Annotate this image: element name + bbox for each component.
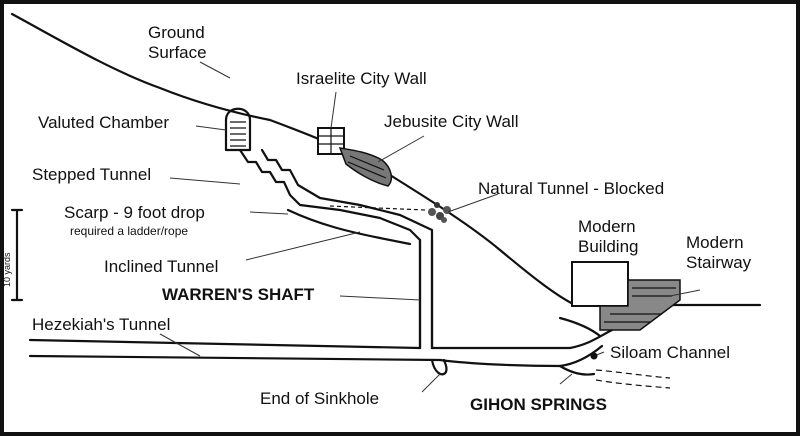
label-modern-stairway-2: Stairway: [686, 253, 752, 272]
warrens-shaft: [418, 238, 434, 350]
leader-stepped-tunnel: [169, 177, 241, 185]
label-vaulted-chamber: Valuted Chamber: [38, 113, 169, 132]
leader-vaulted-chamber: [195, 125, 227, 131]
leader-ground-surface: [199, 61, 231, 79]
label-siloam-channel: Siloam Channel: [610, 343, 730, 362]
natural-tunnel-blocked: [329, 205, 426, 211]
leader-end-sinkhole: [421, 373, 441, 393]
label-jebusite-wall: Jebusite City Wall: [384, 112, 518, 131]
blocked-rubble: [428, 202, 451, 223]
label-hezekiahs-tunnel: Hezekiah's Tunnel: [32, 315, 170, 334]
label-scale: 10 yards: [2, 252, 12, 287]
scale-bar: [10, 208, 24, 302]
label-gihon-springs: GIHON SPRINGS: [470, 395, 607, 414]
label-ground-surface-1: Ground: [148, 23, 205, 42]
label-scarp-note: required a ladder/rope: [70, 224, 188, 238]
gihon-springs: [558, 316, 602, 338]
inclined-tunnel: [286, 208, 412, 246]
leader-gihon: [559, 373, 573, 385]
leader-modern-stairway: [669, 289, 701, 297]
stepped-tunnel: [238, 148, 434, 350]
end-of-sinkhole: [430, 358, 448, 376]
label-israelite-wall: Israelite City Wall: [296, 69, 427, 88]
hezekiahs-tunnel: [28, 328, 614, 368]
siloam-channel: [558, 364, 671, 389]
label-natural-tunnel: Natural Tunnel - Blocked: [478, 179, 664, 198]
jebusite-wall: [338, 147, 393, 187]
leader-israelite-wall: [330, 91, 337, 129]
leader-jebusite-wall: [377, 135, 425, 163]
label-stepped-tunnel: Stepped Tunnel: [32, 165, 151, 184]
label-inclined-tunnel: Inclined Tunnel: [104, 257, 218, 276]
leader-inclined-tunnel: [245, 231, 361, 261]
label-modern-building-2: Building: [578, 237, 639, 256]
leader-hezekiahs-tunnel: [159, 333, 201, 357]
vaulted-chamber: [224, 107, 252, 152]
label-scarp: Scarp - 9 foot drop: [64, 203, 205, 222]
label-modern-building-1: Modern: [578, 217, 636, 236]
israelite-wall: [317, 127, 345, 155]
label-modern-stairway-1: Modern: [686, 233, 744, 252]
modern-stairway: [599, 279, 681, 331]
modern-building: [571, 261, 629, 307]
label-end-of-sinkhole: End of Sinkhole: [260, 389, 379, 408]
label-warrens-shaft: WARREN'S SHAFT: [162, 285, 315, 304]
label-ground-surface-2: Surface: [148, 43, 207, 62]
leader-natural-tunnel: [447, 193, 499, 213]
siloam-dot: [590, 352, 598, 360]
leader-scarp: [249, 211, 289, 215]
leader-warrens-shaft: [339, 295, 421, 301]
